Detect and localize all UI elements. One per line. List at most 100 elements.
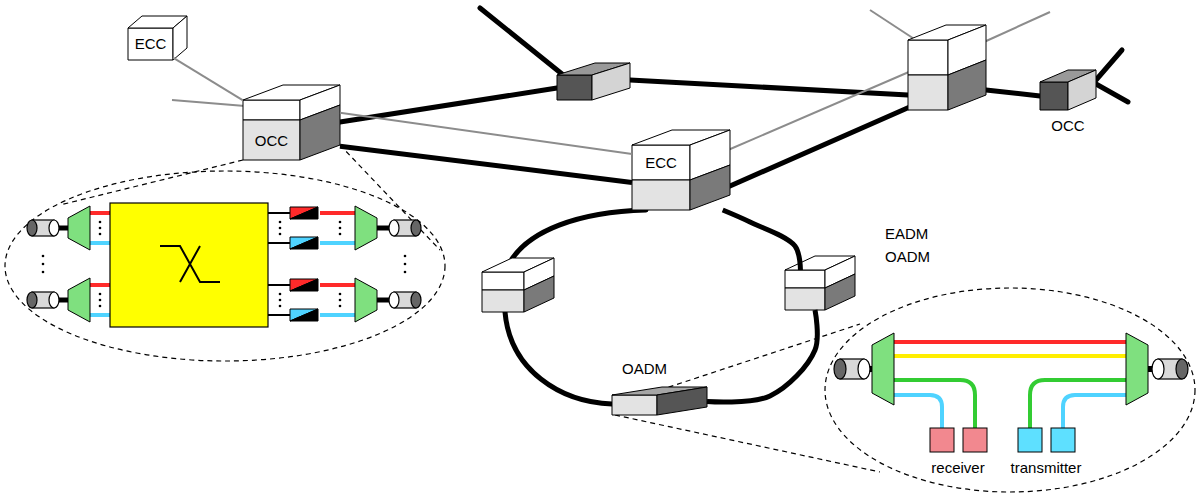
fiber-cylinder xyxy=(49,292,59,308)
dot xyxy=(42,255,45,258)
box-face xyxy=(592,63,630,100)
box-face xyxy=(825,274,855,310)
network-node: OCC xyxy=(1040,82,1096,110)
port-line xyxy=(268,212,290,214)
box-face xyxy=(524,276,554,312)
fiber-cylinder xyxy=(389,292,399,308)
stacked-node-box xyxy=(482,258,554,312)
fiber-cylinder xyxy=(834,359,846,379)
demultiplexer xyxy=(872,333,894,405)
box-face xyxy=(785,288,825,310)
occ-box xyxy=(1040,70,1096,110)
dot xyxy=(339,233,342,236)
dot xyxy=(404,271,407,274)
wavelength-converters xyxy=(290,207,318,321)
converter xyxy=(290,237,318,249)
drop-line xyxy=(894,395,942,428)
port-line xyxy=(268,314,290,316)
stacked-node-box xyxy=(908,25,986,110)
component-label: transmitter xyxy=(1009,459,1084,477)
box-face xyxy=(690,165,730,210)
demultiplexers xyxy=(872,333,1148,405)
dot xyxy=(99,227,102,230)
fiber-link xyxy=(340,146,632,182)
wavelength-line xyxy=(90,313,110,317)
box-face xyxy=(908,75,948,110)
add-line xyxy=(1063,395,1126,428)
box-face xyxy=(300,105,340,160)
dot xyxy=(99,293,102,296)
node-text-block: ECC xyxy=(632,153,690,172)
box-face xyxy=(1040,82,1068,110)
fiber-cylinder xyxy=(411,292,421,308)
ring-fiber xyxy=(512,210,646,259)
converter xyxy=(290,309,318,321)
control-link xyxy=(728,62,932,150)
transmitter-box xyxy=(1051,428,1075,452)
port-line xyxy=(268,284,290,286)
stacked-node-box xyxy=(785,256,855,310)
node-text-block: OCC xyxy=(243,131,300,150)
occ-detail xyxy=(27,203,421,327)
box-face xyxy=(632,180,690,210)
wavelength-lines xyxy=(894,342,1126,428)
dot xyxy=(404,263,407,266)
receiver-box xyxy=(963,428,987,452)
box-face xyxy=(243,120,300,160)
occ-box xyxy=(557,63,630,100)
dot xyxy=(99,299,102,302)
fiber-link xyxy=(630,80,908,95)
wavelength-line xyxy=(90,211,110,215)
demultiplexer xyxy=(68,278,90,322)
dot xyxy=(99,233,102,236)
box-face xyxy=(1068,70,1096,110)
dot xyxy=(279,293,282,296)
control-link xyxy=(173,58,243,101)
dot xyxy=(279,299,282,302)
converter xyxy=(290,237,318,249)
fiber-cylinder xyxy=(1176,359,1188,379)
converter xyxy=(290,279,318,291)
fiber-cylinder xyxy=(1152,359,1164,379)
wavelength-line xyxy=(90,283,110,287)
network-node: ECC xyxy=(128,28,173,60)
dot xyxy=(42,263,45,266)
connectors xyxy=(173,58,817,402)
dot xyxy=(339,293,342,296)
node-label: OADM xyxy=(617,359,672,378)
box-face xyxy=(128,28,173,60)
box-face xyxy=(632,145,690,180)
converter xyxy=(290,207,318,219)
fiber-links xyxy=(340,8,1128,404)
box-face xyxy=(948,60,986,110)
fiber-link xyxy=(986,90,1040,96)
box-face xyxy=(785,270,825,288)
leader-line xyxy=(340,145,440,250)
fiber-cylinder xyxy=(49,220,59,236)
dot xyxy=(279,221,282,224)
box-face xyxy=(482,272,524,290)
node-text-block: ECC xyxy=(128,34,173,53)
component-label: receiver xyxy=(929,459,986,477)
box-face xyxy=(557,75,592,100)
network-node: OADM xyxy=(612,387,707,415)
dot xyxy=(339,221,342,224)
leader-line xyxy=(660,324,860,390)
converter xyxy=(290,207,318,219)
fiber-cylinder xyxy=(27,220,37,236)
fiber-link xyxy=(707,310,817,402)
dot xyxy=(339,299,342,302)
wavelength-line xyxy=(320,313,355,317)
node-text-block: OADM xyxy=(617,359,672,378)
multiplexer xyxy=(1126,333,1148,405)
converter xyxy=(290,309,318,321)
box-face xyxy=(173,16,187,60)
dot xyxy=(279,233,282,236)
node-label: EADM xyxy=(885,222,945,245)
dot xyxy=(99,221,102,224)
box-face xyxy=(482,290,524,312)
wavelength-line xyxy=(320,241,355,245)
network-node: EADMOADM xyxy=(785,270,855,310)
switch-fabric xyxy=(110,203,268,327)
wavelength-line xyxy=(894,340,1126,344)
